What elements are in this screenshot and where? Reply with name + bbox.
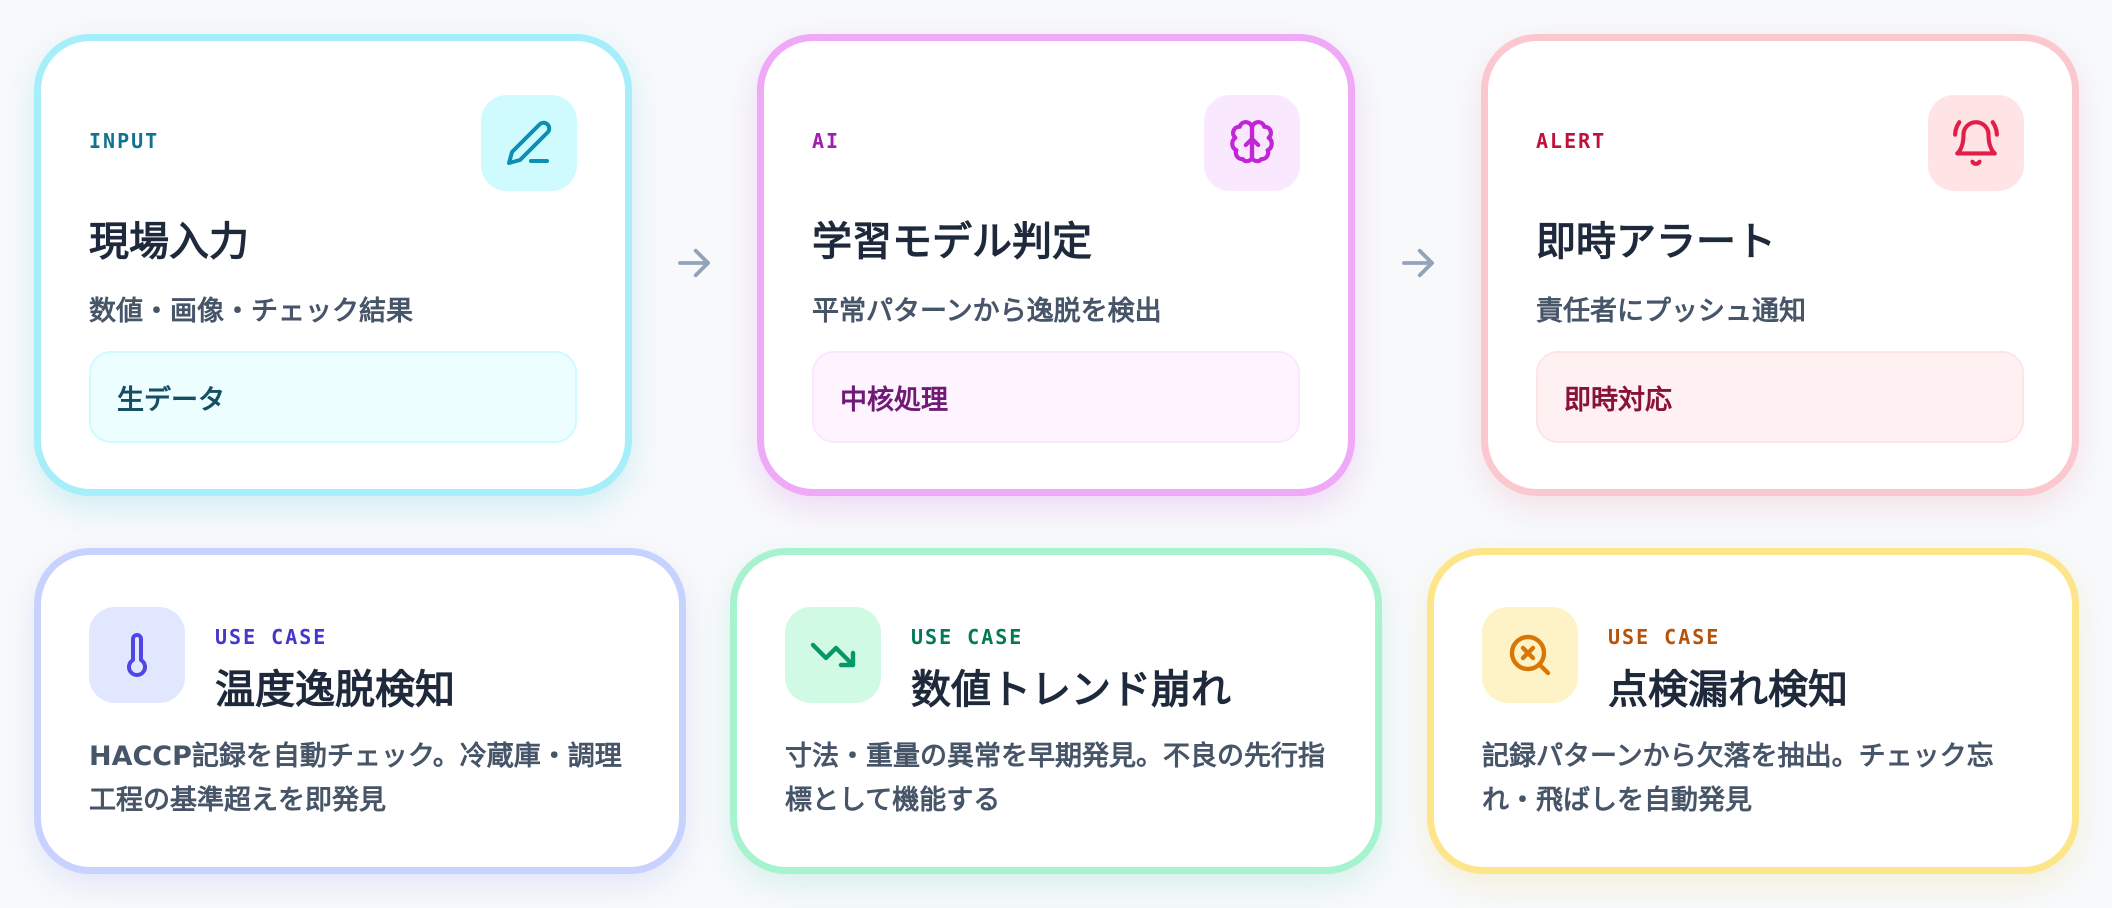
alert-card: ALERT 即時アラート 責任者にプッシュ通知 即時対応 xyxy=(1481,34,2079,496)
ai-tag: AI xyxy=(812,129,841,153)
search-x-icon xyxy=(1482,607,1578,703)
input-pill: 生データ xyxy=(89,351,577,443)
brain-icon xyxy=(1204,95,1300,191)
pencil-icon xyxy=(481,95,577,191)
use-case-tag: USE CASE xyxy=(1608,625,1721,649)
alert-pill: 即時対応 xyxy=(1536,351,2024,443)
use-case-title: 温度逸脱検知 xyxy=(215,667,455,713)
use-case-description: 寸法・重量の異常を早期発見。不良の先行指標として機能する xyxy=(785,741,1325,816)
thermometer-icon xyxy=(89,607,185,703)
input-card: INPUT 現場入力 数値・画像・チェック結果 生データ xyxy=(34,34,632,496)
input-subtitle: 数値・画像・チェック結果 xyxy=(89,296,413,327)
alert-tag: ALERT xyxy=(1536,129,1607,153)
arrow-right-icon xyxy=(678,248,710,278)
use-case-title: 数値トレンド崩れ xyxy=(911,667,1231,713)
alert-title: 即時アラート xyxy=(1536,219,1776,265)
use-case-card-temperature: USE CASE 温度逸脱検知 HACCP記録を自動チェック。冷蔵庫・調理工程の… xyxy=(34,548,686,874)
use-case-card-trend: USE CASE 数値トレンド崩れ 寸法・重量の異常を早期発見。不良の先行指標と… xyxy=(730,548,1382,874)
use-case-description: HACCP記録を自動チェック。冷蔵庫・調理工程の基準超えを即発見 xyxy=(89,741,622,816)
ai-title: 学習モデル判定 xyxy=(812,219,1092,265)
ai-pill: 中核処理 xyxy=(812,351,1300,443)
use-case-title: 点検漏れ検知 xyxy=(1608,667,1848,713)
use-case-description: 記録パターンから欠落を抽出。チェック忘れ・飛ばしを自動発見 xyxy=(1482,741,1994,816)
use-case-card-inspection: USE CASE 点検漏れ検知 記録パターンから欠落を抽出。チェック忘れ・飛ばし… xyxy=(1427,548,2079,874)
ai-subtitle: 平常パターンから逸脱を検出 xyxy=(812,296,1162,327)
ai-card: AI 学習モデル判定 平常パターンから逸脱を検出 中核処理 xyxy=(757,34,1355,496)
use-case-tag: USE CASE xyxy=(215,625,328,649)
alert-subtitle: 責任者にプッシュ通知 xyxy=(1536,296,1806,327)
arrow-right-icon xyxy=(1402,248,1434,278)
use-case-tag: USE CASE xyxy=(911,625,1024,649)
input-tag: INPUT xyxy=(89,129,160,153)
trending-down-icon xyxy=(785,607,881,703)
input-title: 現場入力 xyxy=(89,219,249,265)
bell-icon xyxy=(1928,95,2024,191)
